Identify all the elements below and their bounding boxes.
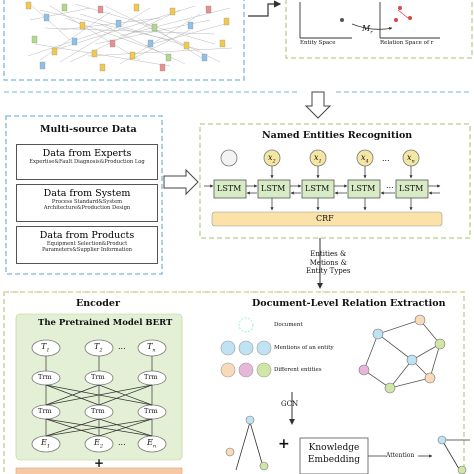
relation-point-a xyxy=(398,6,402,10)
crf-bar xyxy=(211,211,443,227)
gcn-label: GCN xyxy=(281,400,299,408)
flow-label: Entities & Metions & Entity Types xyxy=(306,250,351,275)
source-system-sub-1: Process Standard&System xyxy=(51,199,123,205)
bottom-panel-border xyxy=(3,291,465,474)
lstm-to-crf-arrows xyxy=(270,198,413,211)
bert-t2: T2 xyxy=(94,342,103,354)
kg-embedding-panel-border xyxy=(285,0,473,59)
lstm-label-3: LSTM xyxy=(305,184,330,193)
encoder-plus: + xyxy=(94,456,105,470)
lstm-ellipsis: ... xyxy=(386,181,394,190)
lstm-box-2 xyxy=(257,179,291,199)
matrix-label: Mr xyxy=(362,24,373,36)
bert-e1: E1 xyxy=(41,438,51,450)
source-experts-sub: Expertise&Fault Diagnosis&Production Log xyxy=(29,159,145,165)
knowledge-graph-nodes xyxy=(25,1,230,72)
bert-bottom-bar xyxy=(15,467,183,474)
bert-t1: T1 xyxy=(41,342,50,354)
lstm-label-5: LSTM xyxy=(399,184,424,193)
bert-t-ellipsis: ... xyxy=(118,342,126,351)
lstm-box-5 xyxy=(395,179,429,199)
multi-source-panel-border xyxy=(5,115,163,275)
ner-input-label-3: x4 xyxy=(361,153,369,165)
lstm-label-1: LSTM xyxy=(217,184,242,193)
trm-label-1: Trm xyxy=(38,373,52,381)
axis-relation-space-label: Relation Space of r xyxy=(380,40,434,46)
kg-plot-axes xyxy=(299,2,440,39)
relation-graph-nodes xyxy=(358,314,446,394)
lstm-box-4 xyxy=(347,179,381,199)
crf-label: CRF xyxy=(316,214,334,223)
ner-input-label-2: x1 xyxy=(314,153,322,165)
lstm-box-1 xyxy=(213,179,247,199)
bert-bottom-nodes xyxy=(31,435,167,453)
multi-source-title: Multi-source Data xyxy=(40,124,137,135)
relation-title: Document-Level Relation Extraction xyxy=(252,298,446,309)
bert-e2: E2 xyxy=(94,438,104,450)
legend-entity-circles xyxy=(220,362,272,378)
ner-input-start xyxy=(220,149,238,167)
source-products-sub-1: Equipment Selection&Product xyxy=(46,241,128,247)
projection-arrow xyxy=(351,23,393,31)
trm-label-3: Trm xyxy=(144,373,158,381)
knowledge-embedding-box xyxy=(299,437,369,474)
bert-e-ellipsis: ... xyxy=(118,438,126,447)
relation-point-b xyxy=(408,16,412,20)
output-graph-nodes xyxy=(225,415,269,471)
source-experts-title: Data from Experts xyxy=(42,148,132,159)
ner-input-arrows xyxy=(270,166,413,179)
legend-mentions-label: Mentions of an entity xyxy=(274,345,334,351)
lstm-label-2: LSTM xyxy=(261,184,286,193)
legend-entities-label: Different entities xyxy=(274,367,322,373)
attention-label: Attention xyxy=(386,452,415,459)
source-experts-box: Data from Experts Expertise&Fault Diagno… xyxy=(16,144,158,180)
trm-label-5: Trm xyxy=(91,407,105,415)
ner-input-label-1: x2 xyxy=(268,153,276,165)
relation-vector xyxy=(397,9,409,19)
output-graph-edges xyxy=(235,421,265,471)
source-products-sub-2: Parameters&Supplier Information xyxy=(41,247,132,253)
ner-title: Named Entities Recognition xyxy=(262,130,413,141)
source-system-box: Data from System Process Standard&System… xyxy=(16,184,158,222)
graph-panel-border xyxy=(3,0,245,81)
trm-label-2: Trm xyxy=(91,373,105,381)
source-products-box: Data from Products Equipment Selection&P… xyxy=(16,226,158,264)
relation-plus: + xyxy=(278,436,290,452)
lstm-boxes xyxy=(213,179,429,199)
legend-document-label: Document xyxy=(274,322,303,328)
graph-to-kg-arrow xyxy=(248,0,282,17)
lstm-label-4: LSTM xyxy=(351,184,376,193)
kg-to-ner-arrow xyxy=(304,91,332,119)
source-to-ner-arrow xyxy=(163,168,199,196)
bert-connections xyxy=(45,356,153,437)
trm-label-6: Trm xyxy=(144,407,158,415)
attention-graph-nodes xyxy=(437,435,467,474)
legend-document-circle xyxy=(238,317,254,333)
source-products-title: Data from Products xyxy=(39,230,135,241)
relation-point-c xyxy=(394,18,398,22)
trm-label-4: Trm xyxy=(38,407,52,415)
axis-entity-space-label: Entity Space xyxy=(300,40,336,46)
bert-title: The Pretrained Model BERT xyxy=(38,318,173,328)
entity-point xyxy=(340,18,344,22)
source-system-title: Data from System xyxy=(43,188,131,199)
legend-mention-circles xyxy=(220,340,272,356)
encoder-title: Encoder xyxy=(76,298,120,309)
ner-input-label-4: xn xyxy=(407,153,415,165)
source-system-sub-2: Architecture&Production Design xyxy=(43,205,131,211)
knowledge-embedding-label: Knowledge Embedding xyxy=(307,443,361,465)
ner-input-ellipsis: ... xyxy=(382,154,390,163)
ner-input-circles xyxy=(220,149,420,167)
bert-tn: Tn xyxy=(147,342,156,354)
bert-en: En xyxy=(147,438,157,450)
